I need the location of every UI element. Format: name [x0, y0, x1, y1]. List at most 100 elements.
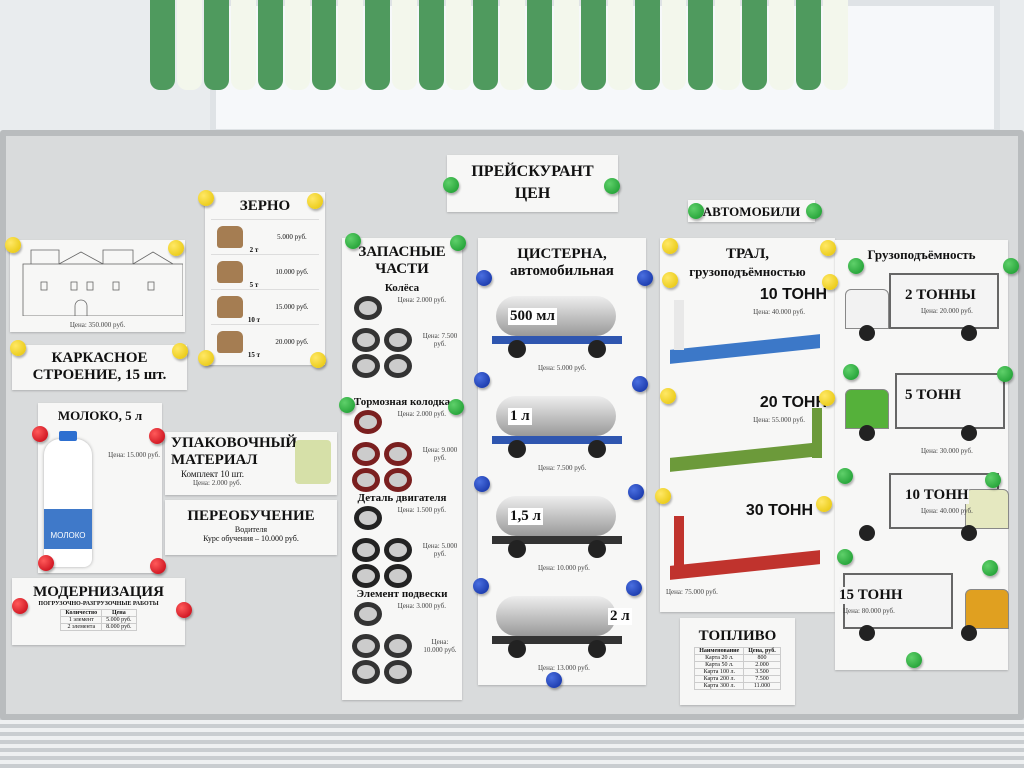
magnet-icon [546, 672, 562, 688]
magnet-icon [12, 598, 28, 614]
modernization-card: МОДЕРНИЗАЦИЯ ПОГРУЗОЧНО-РАЗГРУЗОЧНЫЕ РАБ… [12, 578, 185, 645]
wheel-icon [508, 540, 526, 558]
packaging-set: Комплект 10 шт. [181, 469, 245, 479]
tank-title: ЦИСТЕРНА, [517, 246, 607, 262]
table-cell: 7.500 [743, 675, 781, 683]
grain-sack-icon [217, 261, 243, 283]
spare-part-price: Цена: 10.000 руб. [423, 638, 457, 654]
title-line: ПРЕЙСКУРАНТ [471, 163, 594, 180]
magnet-icon [604, 178, 620, 194]
magnet-icon [473, 578, 489, 594]
grain-sack-icon [217, 296, 243, 318]
tank-price: Цена: 13.000 руб. [538, 664, 590, 672]
milk-bottle-icon: МОЛОКО [44, 431, 92, 567]
tank-size: 1 л [508, 408, 532, 425]
tank-frame [492, 436, 622, 444]
tank-price: Цена: 10.000 руб. [538, 564, 590, 572]
magnet-icon [5, 237, 21, 253]
spare-part-icon [352, 634, 380, 658]
blind-slat [715, 0, 741, 90]
magnet-icon [820, 240, 836, 256]
spare-part-name: Деталь двигателя [357, 492, 447, 504]
modernization-sub: ПОГРУЗОЧНО-РАЗГРУЗОЧНЫЕ РАБОТЫ [38, 601, 159, 607]
trucks-title: Грузоподъёмность [867, 247, 976, 262]
magnet-icon [1003, 258, 1019, 274]
wheel-icon [588, 340, 606, 358]
blind-slat [257, 0, 283, 90]
table-cell: 2 элемента [60, 623, 103, 631]
tank-image [496, 596, 616, 636]
spare-part-price: Цена: 9.000 руб. [422, 446, 458, 462]
label-line: СТРОЕНИЕ, 15 шт. [32, 367, 167, 383]
truck-capacity: 2 ТОННЫ [905, 287, 976, 304]
trawl-capacity: 30 ТОНН [745, 502, 813, 519]
magnet-icon [448, 399, 464, 415]
tank-frame [492, 536, 622, 544]
packaging-image [295, 440, 331, 484]
table-cell: 2.000 [743, 661, 781, 669]
tank-title: автомобильная [510, 263, 614, 279]
table-row: Карта 200 л.7.500 [694, 675, 781, 683]
table-cell: 1 элемент [60, 616, 103, 624]
trawl-ramp [812, 408, 822, 458]
table-header: Цена, руб. [743, 647, 781, 655]
spare-part-icon [384, 442, 412, 466]
table-header: Количество [60, 609, 103, 617]
magnet-icon [476, 270, 492, 286]
spare-part-icon [352, 660, 380, 684]
blind-slat [688, 0, 714, 90]
wheel-icon [588, 540, 606, 558]
window-blinds [150, 0, 850, 90]
magnet-icon [626, 580, 642, 596]
spare-part-price: Цена: 2.000 руб. [397, 296, 446, 304]
wheel-icon [859, 325, 875, 341]
truck-capacity: 10 ТОНН [905, 487, 969, 504]
spare-part-icon [352, 354, 380, 378]
spare-part-icon [384, 328, 412, 352]
magnet-icon [339, 397, 355, 413]
spare-part-icon [352, 564, 380, 588]
milk-card: МОЛОКО, 5 л МОЛОКО Цена: 15.000 руб. [38, 403, 162, 573]
tank-price: Цена: 5.000 руб. [538, 364, 587, 372]
magnet-icon [10, 340, 26, 356]
trawl-capacity: 20 ТОНН [759, 394, 827, 411]
magnet-icon [982, 560, 998, 576]
truck-cab [965, 489, 1009, 529]
milk-title: МОЛОКО, 5 л [57, 408, 143, 423]
table-cell: 5.000 руб. [101, 616, 137, 624]
trawl-ramp [674, 300, 684, 350]
spare-part-icon [384, 354, 412, 378]
price-list-title: ПРЕЙСКУРАНТ ЦЕН [447, 155, 618, 212]
magnet-icon [149, 428, 165, 444]
magnet-icon [662, 238, 678, 254]
blind-slat [526, 0, 552, 90]
tank-size: 2 л [608, 608, 632, 625]
frame-building-price: Цена: 350.000 руб. [69, 321, 126, 329]
table-cell: 3.500 [743, 668, 781, 676]
grain-qty: 2 т [249, 246, 259, 254]
packaging-card: УПАКОВОЧНЫЙ МАТЕРИАЛ Комплект 10 шт. Цен… [165, 432, 337, 495]
tank-price: Цена: 7.500 руб. [538, 464, 587, 472]
blind-slat [365, 0, 391, 90]
magnet-icon [198, 350, 214, 366]
spare-part-icon [384, 468, 412, 492]
magnet-icon [655, 488, 671, 504]
wheel-icon [859, 525, 875, 541]
blind-slat [769, 0, 795, 90]
grain-qty: 5 т [249, 281, 259, 289]
cars-label: АВТОМОБИЛИ [688, 200, 815, 222]
frame-building-card: Цена: 350.000 руб. [10, 240, 185, 332]
spare-part-price: Цена: 3.000 руб. [397, 602, 446, 610]
retraining-card: ПЕРЕОБУЧЕНИЕ Водителя Курс обучения – 10… [165, 500, 337, 555]
grain-qty: 15 т [247, 351, 261, 359]
